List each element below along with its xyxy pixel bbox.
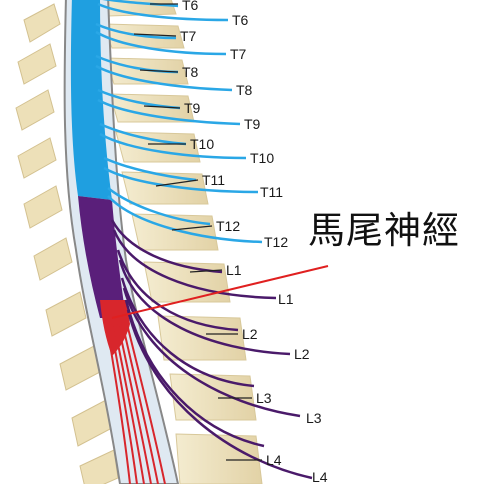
nerve-l4-upper (124, 299, 265, 448)
vertebra-l1 (143, 261, 231, 303)
cauda-equina-title: 馬尾神經 (308, 209, 460, 252)
nerve-l2-upper (116, 249, 239, 332)
nerve-l3-upper (120, 277, 255, 388)
nerve-label-l2: L2 (294, 346, 310, 362)
nerve-t8 (95, 64, 233, 92)
vertebra-label-t9: T9 (184, 100, 201, 116)
nerve-label-t9: T9 (244, 116, 261, 132)
nerve-t12-upper (107, 187, 211, 226)
thoracic-nerves (95, 0, 263, 244)
nerve-t10-upper (99, 122, 187, 146)
spinal-cord-thoracic (70, 0, 112, 200)
nerve-t7 (95, 30, 227, 56)
vertebra-label-t7: T7 (180, 28, 197, 44)
nerve-t11 (103, 166, 259, 194)
cauda-equina (105, 319, 166, 484)
vertebra-label-l1: L1 (226, 262, 242, 278)
label-leaders (133, 3, 262, 461)
nerve-t7-upper (95, 22, 177, 40)
leader-l1 (189, 269, 223, 273)
conus-medullaris (78, 196, 126, 318)
leader-t12 (171, 225, 213, 231)
nerve-t6 (97, 2, 229, 22)
nerve-l4 (126, 309, 313, 480)
nerve-t9 (97, 98, 241, 126)
nerve-l1 (112, 229, 277, 300)
vertebra-t10 (115, 131, 201, 163)
nerve-label-l4: L4 (312, 469, 328, 484)
leader-t9 (143, 105, 181, 109)
nerve-t11-upper (103, 156, 197, 182)
vertebra-label-t8: T8 (182, 64, 199, 80)
leader-t11 (155, 179, 199, 187)
nerve-label-l1: L1 (278, 291, 294, 307)
nerve-label-t12: T12 (264, 234, 289, 250)
leader-t8 (139, 69, 179, 73)
nerve-l2 (118, 259, 291, 356)
cauda-equina-pointer (111, 265, 329, 319)
nerve-label-t8: T8 (236, 82, 253, 98)
nerve-t12 (107, 195, 263, 244)
nerve-label-t10: T10 (250, 150, 275, 166)
vertebra-label-t12: T12 (216, 218, 241, 234)
vertebra-label-t6: T6 (182, 0, 199, 13)
nerve-l1-upper (110, 219, 223, 274)
vertebra-label-t11: T11 (202, 172, 226, 188)
vertebra-label-l4: L4 (266, 452, 282, 468)
nerve-label-t11: T11 (260, 184, 284, 200)
vertebra-label-l3: L3 (256, 390, 272, 406)
vertebra-label-t10: T10 (190, 136, 215, 152)
nerve-t6-upper (102, 0, 179, 8)
leader-t7 (133, 33, 177, 37)
spinous-processes (15, 3, 119, 484)
lumbar-nerves (110, 219, 313, 480)
vertebra-l3 (169, 373, 257, 421)
nerve-t10 (99, 132, 247, 160)
nerve-label-l3: L3 (306, 410, 322, 426)
nerve-label-t7: T7 (230, 46, 247, 62)
vertebra-label-l2: L2 (242, 326, 258, 342)
nerve-label-t6: T6 (232, 12, 249, 28)
